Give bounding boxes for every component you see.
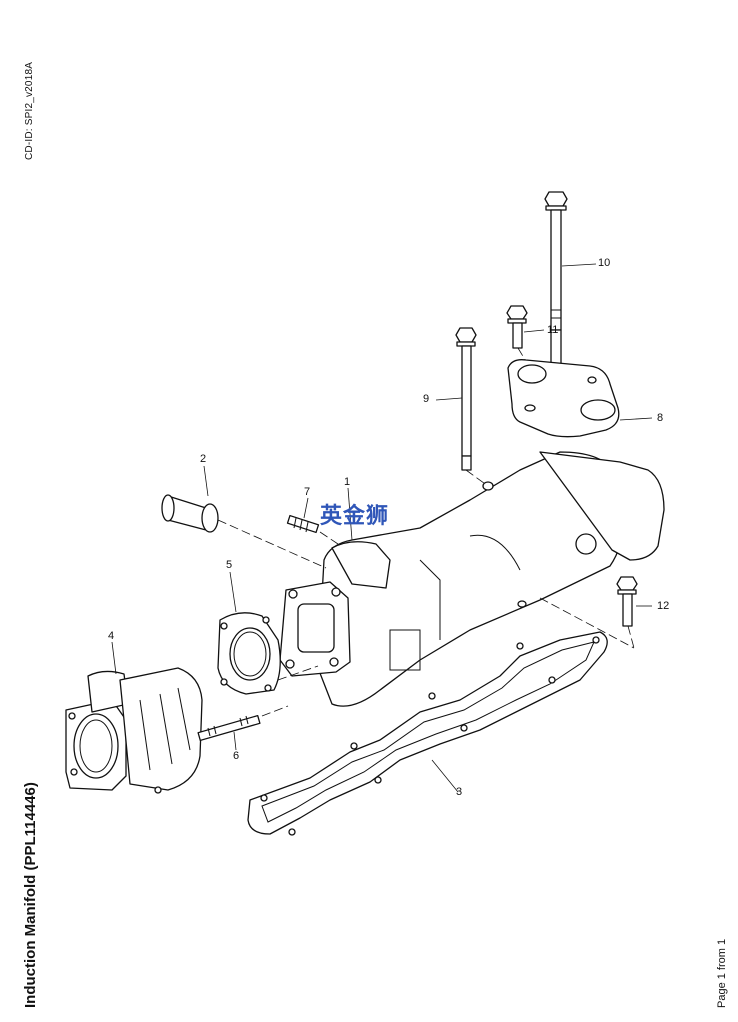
callout-2: 2 [200,453,207,465]
callout-4: 4 [108,630,115,642]
callout-7: 7 [304,486,311,498]
callout-1: 1 [344,476,351,488]
part-7-stud [286,514,339,545]
callout-10: 10 [598,257,611,269]
part-8-bracket [507,359,620,438]
callout-8: 8 [657,412,664,424]
watermark-text: 英金狮 [320,504,390,529]
part-2-sleeve [161,494,327,569]
callout-5: 5 [226,559,233,571]
callout-11: 11 [547,324,559,336]
part-4-throttle-body [65,667,203,794]
part-1-induction-manifold [279,451,665,707]
part-11-short-bolt [506,305,531,369]
callout-12: 12 [657,600,670,612]
part-6-stud [197,705,289,742]
callout-leaders [111,263,653,793]
part-12-bolt [539,576,638,649]
part-5-gasket [217,612,319,695]
callout-3: 3 [456,786,463,798]
part-9-bolt [455,327,489,487]
part-3-manifold-gasket [247,631,608,836]
callout-6: 6 [233,750,240,762]
callout-9: 9 [423,393,430,405]
